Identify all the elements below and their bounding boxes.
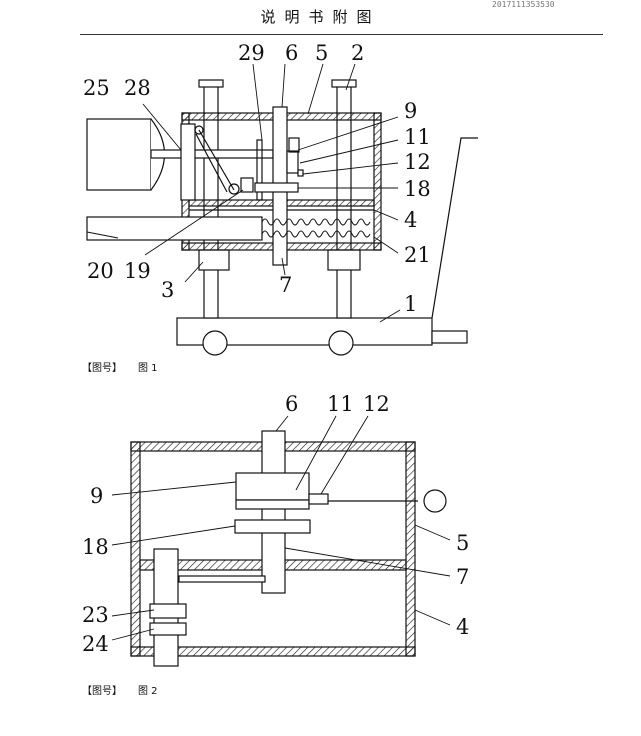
pulley-small — [228, 183, 240, 195]
label-5: 5 — [315, 41, 328, 65]
shaft2-6 — [261, 430, 286, 594]
page-title: 说明书附图 — [260, 8, 381, 26]
label-12: 12 — [404, 150, 431, 174]
part2-24 — [149, 622, 187, 636]
label2-23: 23 — [82, 603, 109, 627]
cart-handle — [431, 137, 478, 319]
plate-18 — [254, 182, 299, 193]
label-28: 28 — [124, 76, 151, 100]
box2-right-wall — [405, 441, 416, 657]
label-3: 3 — [161, 278, 174, 302]
label-2: 2 — [351, 41, 364, 65]
box2-left-wall — [130, 441, 141, 657]
spring-21 — [261, 218, 371, 238]
block2-9 — [235, 499, 310, 510]
block2-11 — [235, 472, 310, 501]
label2-24: 24 — [82, 632, 109, 656]
label-6: 6 — [285, 41, 298, 65]
wheel-right — [328, 330, 354, 356]
figure-1-tag: 【图号】 — [82, 362, 122, 374]
figure-2-tag: 【图号】 — [82, 685, 122, 697]
circle-marker — [423, 489, 447, 513]
header-rule — [80, 34, 603, 35]
part2-23 — [149, 603, 187, 619]
motor-25 — [86, 118, 152, 191]
box-right-wall — [373, 112, 382, 251]
figure-1-caption: 图 1 — [138, 362, 158, 374]
part-12 — [297, 169, 304, 177]
label2-5: 5 — [456, 531, 469, 555]
label-18: 18 — [404, 177, 431, 201]
document-number: 2017111353530 — [492, 0, 555, 9]
wheel-left — [202, 330, 228, 356]
part-11 — [286, 150, 299, 174]
figure-2-labels: 6 11 12 9 18 5 7 23 24 4 — [82, 392, 469, 656]
label2-4: 4 — [456, 615, 469, 639]
right-column-cap — [331, 79, 357, 88]
part-9 — [288, 137, 300, 153]
left-column-cap — [198, 79, 224, 88]
label-25: 25 — [83, 76, 110, 100]
label-20: 20 — [87, 259, 114, 283]
right-column-sleeve — [327, 249, 361, 271]
left-column-sleeve — [198, 249, 230, 271]
pulley — [194, 125, 204, 135]
nub2-12 — [308, 493, 329, 505]
figure-1 — [86, 63, 478, 356]
label-4: 4 — [404, 208, 417, 232]
figure-2-caption: 图 2 — [138, 685, 158, 697]
label-7: 7 — [279, 273, 292, 297]
label2-9: 9 — [90, 484, 103, 508]
label-1: 1 — [404, 292, 417, 316]
label2-7: 7 — [456, 565, 469, 589]
plate2-18 — [234, 519, 311, 534]
rod-29 — [256, 139, 263, 201]
label2-12: 12 — [363, 392, 390, 416]
label2-18: 18 — [82, 535, 109, 559]
bar-20 — [86, 216, 263, 241]
label-19: 19 — [124, 259, 151, 283]
label-11: 11 — [404, 125, 431, 149]
cart-foot — [431, 330, 468, 344]
figure-2 — [111, 415, 451, 667]
label-21: 21 — [404, 243, 431, 267]
label2-11: 11 — [327, 392, 354, 416]
arm2 — [178, 575, 266, 583]
shaft-coupling — [180, 123, 196, 201]
label-29: 29 — [238, 41, 265, 65]
small-block-19 — [240, 177, 254, 193]
label2-6: 6 — [285, 392, 298, 416]
figure-1-labels: 25 28 29 6 5 2 9 11 12 18 4 21 20 19 3 7… — [83, 41, 431, 316]
label-9: 9 — [404, 99, 417, 123]
